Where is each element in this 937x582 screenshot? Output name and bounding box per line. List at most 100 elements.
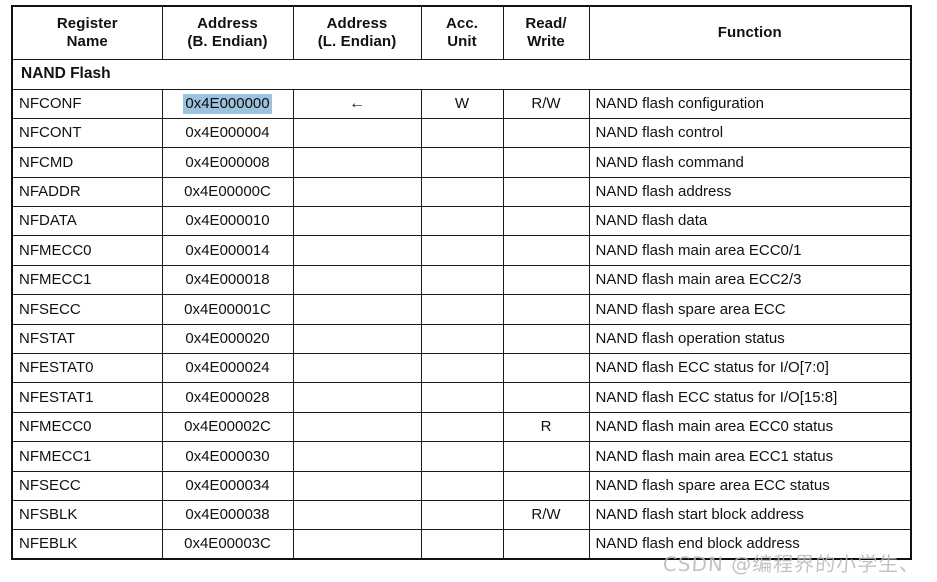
cell-access-unit: [420, 264, 504, 296]
cell-address-big-endian: 0x4E000028: [161, 382, 294, 413]
cell-function: NAND flash control: [588, 117, 912, 149]
cell-access-unit: [420, 470, 504, 501]
cell-read-write: R: [502, 411, 590, 443]
cell-register-name: NFMECC0: [11, 235, 163, 266]
cell-function: NAND flash spare area ECC: [588, 294, 912, 325]
cell-access-unit: W: [420, 88, 504, 119]
cell-address-little-endian: [292, 206, 422, 237]
cell-register-name: NFADDR: [11, 176, 163, 208]
column-header-line1: Function: [717, 23, 782, 41]
cell-address-big-endian: 0x4E000038: [161, 499, 294, 531]
column-header-line2: (B. Endian): [187, 32, 268, 50]
cell-read-write: [502, 206, 590, 237]
cell-access-unit: [420, 499, 504, 531]
column-header-line2: (L. Endian): [317, 32, 397, 50]
cell-register-name: NFSECC: [11, 470, 163, 501]
cell-address-little-endian: [292, 353, 422, 384]
cell-register-name: NFMECC1: [11, 441, 163, 472]
cell-register-name: NFMECC1: [11, 264, 163, 296]
cell-register-name: NFESTAT1: [11, 382, 163, 413]
column-header-addr_be: Address(B. Endian): [161, 5, 294, 60]
cell-address-big-endian: 0x4E000034: [161, 470, 294, 501]
cell-function: NAND flash end block address: [588, 529, 912, 560]
cell-function: NAND flash operation status: [588, 323, 912, 355]
cell-address-big-endian: 0x4E00003C: [161, 529, 294, 560]
cell-register-name: NFCONT: [11, 117, 163, 149]
cell-access-unit: [420, 235, 504, 266]
cell-register-name: NFDATA: [11, 206, 163, 237]
cell-address-little-endian: [292, 499, 422, 531]
cell-access-unit: [420, 294, 504, 325]
column-header-line1: Read/: [525, 15, 567, 33]
cell-access-unit: [420, 176, 504, 208]
cell-read-write: R/W: [502, 88, 590, 119]
cell-read-write: [502, 441, 590, 472]
cell-register-name: NFSBLK: [11, 499, 163, 531]
cell-address-big-endian: 0x4E00000C: [161, 176, 294, 208]
cell-address-big-endian: 0x4E000018: [161, 264, 294, 296]
cell-address-little-endian: [292, 470, 422, 501]
column-header-line1: Address: [197, 15, 258, 33]
column-header-line1: Register: [56, 15, 118, 33]
cell-function: NAND flash main area ECC0/1: [588, 235, 912, 266]
cell-function: NAND flash address: [588, 176, 912, 208]
cell-address-little-endian: [292, 294, 422, 325]
cell-function: NAND flash spare area ECC status: [588, 470, 912, 501]
cell-address-big-endian[interactable]: 0x4E000000: [161, 88, 294, 119]
cell-address-little-endian: ←: [292, 88, 422, 119]
cell-address-big-endian: 0x4E000004: [161, 117, 294, 149]
cell-address-big-endian: 0x4E000024: [161, 353, 294, 384]
cell-access-unit: [420, 117, 504, 149]
column-header-line1: Acc.: [445, 15, 479, 33]
selected-address-text: 0x4E000000: [183, 93, 272, 114]
cell-access-unit: [420, 323, 504, 355]
column-header-rw: Read/Write: [502, 5, 590, 60]
section-row-nand-flash: NAND Flash: [11, 58, 912, 90]
cell-function: NAND flash data: [588, 206, 912, 237]
cell-read-write: [502, 529, 590, 560]
cell-address-big-endian: 0x4E000020: [161, 323, 294, 355]
cell-function: NAND flash command: [588, 147, 912, 178]
cell-read-write: [502, 470, 590, 501]
cell-read-write: [502, 176, 590, 208]
cell-register-name: NFESTAT0: [11, 353, 163, 384]
column-header-line2: Write: [527, 32, 565, 50]
cell-function: NAND flash configuration: [588, 88, 912, 119]
cell-address-big-endian: 0x4E000030: [161, 441, 294, 472]
cell-address-little-endian: [292, 147, 422, 178]
cell-address-big-endian: 0x4E000008: [161, 147, 294, 178]
column-header-line2: Name: [66, 32, 108, 50]
cell-address-little-endian: [292, 529, 422, 560]
cell-read-write: R/W: [502, 499, 590, 531]
cell-access-unit: [420, 529, 504, 560]
cell-register-name: NFMECC0: [11, 411, 163, 443]
cell-access-unit: [420, 206, 504, 237]
cell-address-little-endian: [292, 117, 422, 149]
cell-address-little-endian: [292, 235, 422, 266]
cell-access-unit: [420, 353, 504, 384]
cell-access-unit: [420, 147, 504, 178]
cell-register-name: NFCMD: [11, 147, 163, 178]
cell-read-write: [502, 382, 590, 413]
